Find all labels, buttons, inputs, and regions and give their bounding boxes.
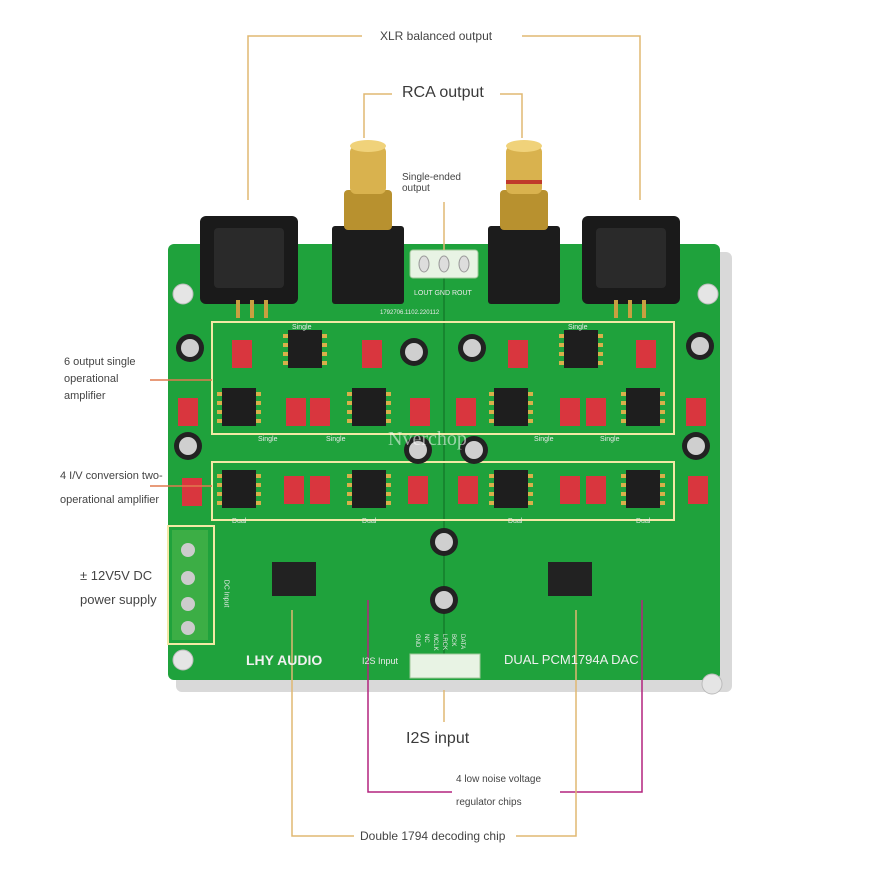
film-capacitor (686, 398, 706, 426)
film-capacitor (508, 340, 528, 368)
rca-pin-silk: LOUT GND ROUT (414, 290, 472, 297)
opamp-single-callout-3: amplifier (64, 390, 106, 402)
opamp-chip (621, 470, 665, 508)
i2s-pin-label: MCLK (432, 634, 438, 651)
opamp-chip (217, 470, 261, 508)
xlr-callout: XLR balanced output (380, 29, 493, 43)
rca-connector-right (488, 140, 560, 304)
film-capacitor (284, 476, 304, 504)
i2s-header (409, 653, 481, 679)
single-silk-6: Single (568, 324, 588, 331)
film-capacitor (688, 476, 708, 504)
i2s-pin-label: NC (423, 634, 429, 643)
film-capacitor (232, 340, 252, 368)
opamp-single-highlight (211, 321, 675, 435)
film-capacitor (310, 476, 330, 504)
rca-connector-left (332, 140, 404, 304)
electrolytic-capacitor (404, 436, 432, 464)
film-capacitor (408, 476, 428, 504)
rca-callout: RCA output (402, 84, 484, 101)
opamp-chips (217, 330, 665, 508)
opamp-chip (347, 388, 391, 426)
electrolytic-capacitor (400, 338, 428, 366)
xlr-connector-left (200, 216, 298, 318)
dc-input-silk: DC Input (222, 579, 230, 608)
iv-callout-2: operational amplifier (60, 494, 160, 506)
electrolytic-capacitor (174, 432, 202, 460)
film-capacitor (586, 398, 606, 426)
i2s-pin-label: BCK (450, 634, 456, 647)
single-silk-2: Single (258, 436, 278, 443)
electrolytic-capacitor (460, 436, 488, 464)
single-ended-callout-2: output (402, 183, 430, 194)
film-capacitor (586, 476, 606, 504)
i2s-silk: I2S Input (362, 656, 399, 666)
electrolytic-capacitor (686, 332, 714, 360)
callout-lines (150, 35, 643, 837)
decoder-callout: Double 1794 decoding chip (360, 829, 506, 843)
film-capacitor (410, 398, 430, 426)
regulators-callout-2: regulator chips (456, 797, 522, 808)
single-ended-header (409, 249, 479, 279)
film-capacitor (458, 476, 478, 504)
power-callout-1: ± 12V5V DC (80, 568, 153, 583)
power-terminal-block (172, 530, 208, 640)
watermark: Nverchop (388, 428, 467, 450)
iv-callout-1: 4 I/V conversion two- (60, 470, 163, 482)
film-capacitor (560, 398, 580, 426)
single-silk-1: Single (292, 324, 312, 331)
dual-silk-1: Dual (232, 518, 247, 525)
i2s-callout: I2S input (406, 730, 470, 747)
opamp-chip (347, 470, 391, 508)
pcm1794-chip-left (272, 562, 316, 596)
electrolytic-capacitor (682, 432, 710, 460)
i2s-pin-labels: GND NC MCLK LRCK BCK DATA (414, 634, 465, 651)
electrolytic-capacitor (176, 334, 204, 362)
electrolytic-capacitor (430, 586, 458, 614)
i2s-pin-label: GND (414, 634, 420, 648)
dual-silk-4: Dual (636, 518, 651, 525)
film-capacitor (362, 340, 382, 368)
opamp-chip (489, 388, 533, 426)
film-capacitor (286, 398, 306, 426)
electrolytic-capacitor (430, 528, 458, 556)
mounting-holes (172, 283, 723, 695)
single-silk-3: Single (326, 436, 346, 443)
electrolytic-capacitor (458, 334, 486, 362)
xlr-connector-right (582, 216, 680, 318)
dual-silk-3: Dual (508, 518, 523, 525)
i2s-pin-label: DATA (459, 634, 465, 650)
film-capacitors (178, 340, 708, 506)
single-ended-callout-1: Single-ended (402, 172, 461, 183)
power-highlight (167, 525, 215, 645)
film-capacitor (560, 476, 580, 504)
power-callout-2: power supply (80, 592, 157, 607)
film-capacitor (182, 478, 202, 506)
film-capacitor (456, 398, 476, 426)
dual-silk-2: Dual (362, 518, 377, 525)
film-capacitor (636, 340, 656, 368)
opamp-chip (217, 388, 261, 426)
model-silk: DUAL PCM1794A DAC (504, 652, 639, 667)
opamp-chip (559, 330, 603, 368)
opamp-single-callout-2: operational (64, 373, 119, 385)
regulators-callout-1: 4 low noise voltage (456, 774, 542, 785)
film-capacitor (310, 398, 330, 426)
iv-opamp-highlight (211, 461, 675, 521)
opamp-chip (621, 388, 665, 426)
single-silk-4: Single (534, 436, 554, 443)
serial-silk: 1792706.1102.220112 (380, 310, 440, 316)
electrolytic-capacitors (174, 332, 714, 614)
film-capacitor (178, 398, 198, 426)
brand-silk: LHY AUDIO (246, 652, 323, 668)
opamp-chip (489, 470, 533, 508)
i2s-pin-label: LRCK (441, 634, 447, 651)
opamp-single-callout-1: 6 output single (64, 356, 136, 368)
single-silk-5: Single (600, 436, 620, 443)
opamp-chip (283, 330, 327, 368)
pcm1794-chip-right (548, 562, 592, 596)
